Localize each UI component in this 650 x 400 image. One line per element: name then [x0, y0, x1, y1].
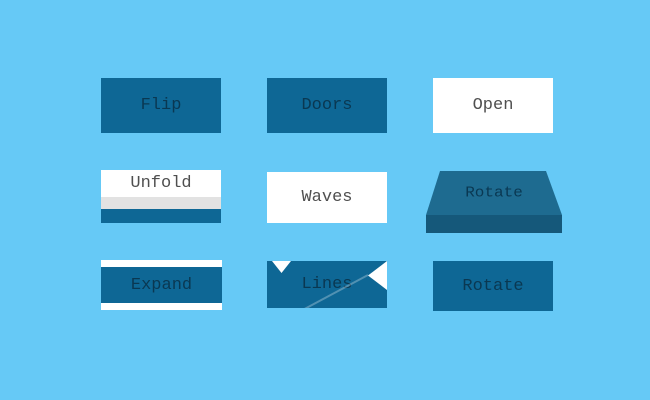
unfold-blue-band — [101, 209, 221, 223]
button-doors[interactable]: Doors — [267, 78, 387, 133]
expand-top-bar — [101, 260, 222, 267]
button-rotate[interactable]: Rotate — [433, 261, 553, 311]
button-open-label: Open — [472, 96, 514, 115]
button-flip[interactable]: Flip — [101, 78, 221, 133]
button-flip-label: Flip — [140, 96, 182, 115]
expand-bottom-bar — [101, 303, 222, 310]
unfold-gray-band — [101, 197, 221, 209]
slab-top-face — [426, 171, 562, 215]
button-rotate-3d[interactable]: Rotate — [426, 171, 562, 233]
button-unfold-label: Unfold — [130, 174, 192, 193]
button-lines-label: Lines — [301, 275, 353, 294]
left-arrow-triangle — [368, 261, 387, 290]
button-doors-label: Doors — [301, 96, 353, 115]
button-lines[interactable]: Lines — [267, 261, 387, 308]
slab-front-face — [426, 215, 562, 233]
button-rotate-3d-label: Rotate — [465, 184, 523, 202]
top-notch-triangle — [272, 261, 291, 273]
button-open[interactable]: Open — [433, 78, 553, 133]
button-unfold[interactable]: Unfold — [101, 170, 221, 223]
button-rotate-label: Rotate — [462, 276, 524, 296]
button-expand-label: Expand — [130, 275, 193, 295]
button-waves-label: Waves — [301, 188, 353, 207]
unfold-front-panel: Unfold — [101, 170, 221, 197]
button-waves[interactable]: Waves — [267, 172, 387, 223]
button-expand[interactable]: Expand — [101, 260, 222, 310]
